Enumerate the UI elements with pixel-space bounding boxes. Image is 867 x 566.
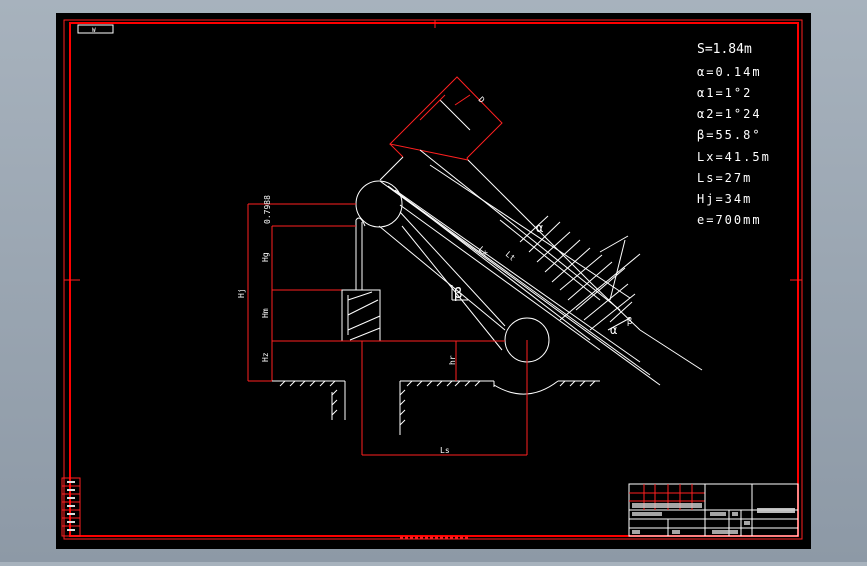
label-hg: Hg xyxy=(261,252,270,262)
title-block xyxy=(628,483,799,537)
corner-tag-box xyxy=(77,24,114,34)
param-alpha: α=0.14m xyxy=(697,65,762,79)
label-dim-07988: 0.7988 xyxy=(263,195,272,224)
parameter-list: S=1.84m α=0.14m α1=1°2 α2=1°24 β=55.8° L… xyxy=(697,42,771,227)
label-beta-angle: β xyxy=(454,286,462,302)
param-hj: Hj=34m xyxy=(697,192,752,206)
param-e: e=700mm xyxy=(697,213,762,227)
param-s: S=1.84m xyxy=(697,42,752,57)
drawing-labels: β α α β Lx Lt Ls Hj Hg Hz Hm hr 0.7988 xyxy=(237,195,632,455)
mechanism-drawing: D xyxy=(247,76,703,456)
param-ls: Ls=27m xyxy=(697,171,752,185)
label-hr: hr xyxy=(448,355,457,365)
headframe-box xyxy=(388,76,503,161)
label-hj: Hj xyxy=(237,288,246,298)
svg-text:D: D xyxy=(477,95,487,105)
corner-tag: W xyxy=(92,27,96,34)
drawing-sheet xyxy=(56,13,811,549)
param-alpha2: α2=1°24 xyxy=(697,107,762,121)
label-ls-bottom: Ls xyxy=(440,446,450,455)
label-hm: Hm xyxy=(261,308,270,318)
label-hz: Hz xyxy=(261,352,270,362)
label-alpha-lower: α xyxy=(610,323,617,337)
label-beta-small: β xyxy=(627,317,632,327)
param-beta: β=55.8° xyxy=(697,128,762,142)
param-lx: Lx=41.5m xyxy=(697,150,771,164)
revision-strip xyxy=(61,477,81,537)
label-alpha-main: α xyxy=(536,221,543,235)
param-alpha1: α1=1°2 xyxy=(697,86,752,100)
